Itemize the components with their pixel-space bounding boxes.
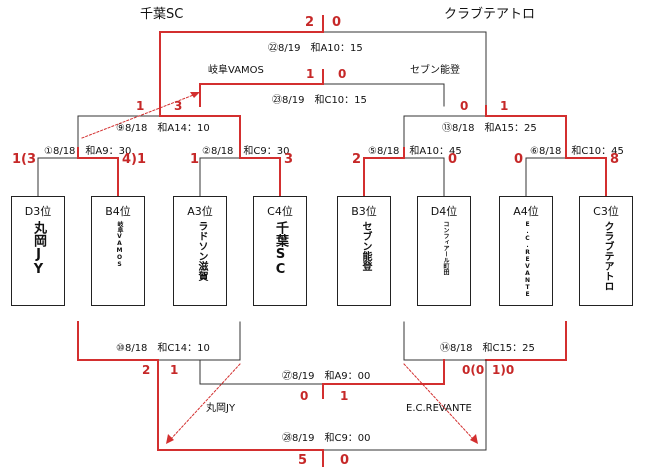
qf9-left-line: [77, 115, 161, 149]
dotted-arrow-lower-right: [403, 363, 475, 441]
lower-m27-score-left: 0: [300, 389, 309, 403]
final-right-line: [322, 31, 487, 107]
final-team-left: 千葉SC: [140, 7, 184, 22]
lower-m28-right: [322, 359, 487, 451]
r1-m1-left: [37, 157, 79, 197]
final-left-line: [159, 31, 324, 107]
team-seed: C4位: [267, 205, 293, 218]
lower-m14-left: [403, 321, 487, 361]
team-box-8: C3位 クラブテアトロ: [579, 196, 633, 306]
r1-match5-score-left: 2: [352, 152, 362, 167]
r1-match2-label: ②8/18 和C9：30: [202, 146, 290, 157]
lower-m14-label: ⑭8/18 和C15：25: [440, 343, 535, 354]
qf13-score-left: 0: [460, 99, 469, 113]
qf9-score-right: 3: [174, 99, 183, 113]
team-box-3: A3位 ラドソン滋賀: [173, 196, 227, 306]
qf9-score-left: 1: [136, 99, 145, 113]
team-box-4: C4位 千葉SC: [253, 196, 307, 306]
semi-name-left: 岐阜VAMOS: [208, 65, 264, 76]
qf13-match-label: ⑬8/18 和A15：25: [442, 123, 537, 134]
team-name: クラブテアトロ: [602, 221, 613, 291]
qf9-right-line: [159, 115, 241, 149]
lower-m10-score-right: 1: [170, 363, 179, 377]
team-seed: A4位: [513, 205, 539, 218]
r1-m6-right: [565, 157, 607, 197]
final-team-right: クラブテアトロ: [444, 7, 536, 22]
lower-name-left: 丸岡JY: [206, 403, 236, 414]
team-name: ラドソン滋賀: [196, 221, 207, 281]
r1-m5-right: [403, 157, 445, 197]
final-score-right: 0: [332, 15, 342, 30]
team-box-1: D3位 丸岡JY: [11, 196, 65, 306]
lower-m10-score-left: 2: [142, 363, 151, 377]
r1-m6-left: [525, 157, 567, 197]
team-box-6: D4位 コンフィアール町田: [417, 196, 471, 306]
lower-m10-right: [157, 321, 241, 361]
lower-m14-score-right: 1)0: [492, 363, 515, 377]
lower-m27-score-right: 1: [340, 389, 349, 403]
lower-name-right: E.C.REVANTE: [406, 403, 472, 414]
qf13-right-line: [485, 115, 567, 149]
team-box-2: B4位 岐阜VAMOS: [91, 196, 145, 306]
lower-m28-label: ㉘8/19 和C9：00: [282, 433, 371, 444]
r1-match5-score-right: 0: [448, 152, 458, 167]
lower-m14-right: [485, 321, 567, 361]
r1-match2-score-left: 1: [190, 152, 200, 167]
semi-right-line: [322, 83, 445, 107]
team-seed: C3位: [593, 205, 619, 218]
team-name: 千葉SC: [273, 221, 288, 277]
dotted-arrow-lower-left: [169, 363, 241, 441]
team-seed: A3位: [187, 205, 213, 218]
r1-match6-score-left: 0: [514, 152, 524, 167]
team-name: E.C.REVANTE: [524, 221, 531, 298]
r1-match6-score-right: 8: [610, 152, 620, 167]
team-seed: B4位: [105, 205, 131, 218]
team-seed: D4位: [430, 205, 458, 218]
lower-m28-left: [157, 359, 324, 451]
dotted-arrow-upper: [81, 93, 197, 139]
semi-left-line: [199, 83, 324, 107]
r1-match5-label: ⑤8/18 和A10：45: [368, 146, 462, 157]
semi-score-left: 1: [306, 67, 315, 81]
team-box-5: B3位 セブン能登: [337, 196, 391, 306]
r1-match1-label: ①8/18 和A9：30: [44, 146, 132, 157]
qf13-left-line: [403, 115, 487, 149]
r1-match1-score-right: 4)1: [122, 152, 147, 167]
final-match-label: ㉒8/19 和A10：15: [268, 43, 363, 54]
lower-m10-left: [77, 321, 159, 361]
lower-m28-score-right: 0: [340, 453, 350, 468]
semi-score-right: 0: [338, 67, 347, 81]
r1-m5-left: [363, 157, 405, 197]
lower-m27-right: [322, 359, 445, 385]
lower-m27-label: ㉗8/19 和A9：00: [282, 371, 371, 382]
team-box-7: A4位 E.C.REVANTE: [499, 196, 553, 306]
team-name: セブン能登: [360, 221, 371, 271]
arrowhead-lower-left: [166, 434, 174, 444]
lower-m27-left: [199, 359, 324, 385]
semi-match-label: ㉓8/19 和C10：15: [272, 95, 367, 106]
team-name: コンフィアール町田: [442, 221, 449, 275]
team-seed: D3位: [24, 205, 52, 218]
arrowhead-lower-right: [470, 434, 478, 444]
arrowhead-upper: [190, 92, 200, 98]
final-score-left: 2: [305, 15, 315, 30]
lower-m28-score-left: 5: [298, 453, 308, 468]
lower-m10-label: ⑩8/18 和C14：10: [116, 343, 210, 354]
team-name: 岐阜VAMOS: [116, 221, 123, 268]
r1-match1-score-left: 1(3: [12, 152, 37, 167]
r1-m2-right: [239, 157, 281, 197]
team-name: 丸岡JY: [31, 221, 46, 277]
r1-m2-left: [199, 157, 241, 197]
qf13-score-right: 1: [500, 99, 509, 113]
r1-match6-label: ⑥8/18 和C10：45: [530, 146, 624, 157]
team-seed: B3位: [351, 205, 377, 218]
lower-m14-score-left: 0(0: [462, 363, 485, 377]
semi-name-right: セブン能登: [410, 65, 460, 76]
r1-match2-score-right: 3: [284, 152, 294, 167]
r1-m1-right: [77, 157, 119, 197]
qf9-match-label: ⑨8/18 和A14：10: [116, 123, 210, 134]
